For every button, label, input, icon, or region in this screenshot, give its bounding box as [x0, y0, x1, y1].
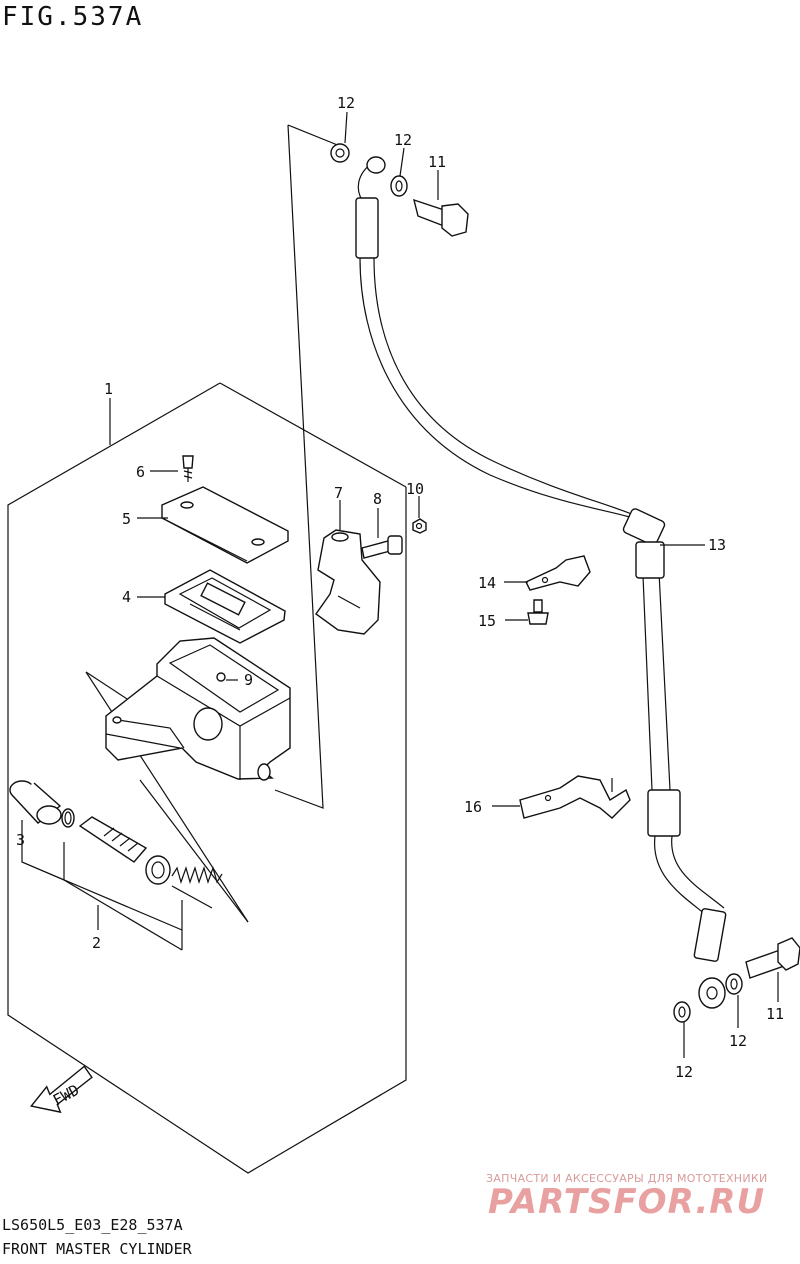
callout-10: 10 [406, 480, 424, 498]
callout-9: 9 [244, 671, 253, 689]
union-bolt-upper [413, 198, 469, 237]
piston [78, 816, 148, 863]
callout-12-c: 12 [729, 1032, 747, 1050]
hose-clamp [525, 555, 591, 591]
pivot-bolt [361, 535, 403, 559]
callout-7: 7 [334, 484, 343, 502]
callout-2: 2 [92, 934, 101, 952]
callout-14: 14 [478, 574, 496, 592]
nut [412, 518, 427, 534]
fwd-arrow-icon [30, 1065, 93, 1114]
watermark-logo: PARTSFOR.RU [488, 1182, 766, 1222]
callout-15: 15 [478, 612, 496, 630]
callout-11-lower: 11 [766, 1005, 784, 1023]
piston-cup [145, 855, 171, 885]
callout-5: 5 [122, 510, 131, 528]
gasket-washers [330, 143, 743, 1023]
dust-boot [9, 780, 62, 825]
diagram-name: FRONT MASTER CYLINDER [2, 1240, 192, 1258]
callout-12-d: 12 [675, 1063, 693, 1081]
cap-screw [182, 455, 194, 482]
clamp-bolt [527, 599, 549, 625]
hose-guide-bracket [519, 775, 631, 819]
lever-holder [315, 529, 381, 635]
callout-4: 4 [122, 588, 131, 606]
callout-11-upper: 11 [428, 153, 446, 171]
callout-3: 3 [16, 831, 25, 849]
callout-1: 1 [104, 380, 113, 398]
callout-16: 16 [464, 798, 482, 816]
callout-labels: 1 2 3 4 5 6 7 8 9 10 11 11 12 12 12 12 1… [16, 94, 784, 1081]
callout-8: 8 [373, 490, 382, 508]
reservoir-cap [161, 486, 289, 564]
callout-12-b: 12 [394, 131, 412, 149]
diagram-code: LS650L5_E03_E28_537A [2, 1216, 183, 1234]
brake-hose [355, 156, 727, 1009]
leader-lines [21, 111, 779, 1058]
callout-6: 6 [136, 463, 145, 481]
master-cylinder-body [105, 637, 291, 781]
watermark-tagline: ЗАПЧАСТИ И АКСЕССУАРЫ ДЛЯ МОТОТЕХНИКИ [486, 1172, 768, 1185]
return-spring [171, 866, 223, 909]
union-bolt-lower [745, 937, 800, 979]
figure-title: FIG.537A [2, 2, 144, 32]
callout-12-a: 12 [337, 94, 355, 112]
callout-13: 13 [708, 536, 726, 554]
diaphragm-plate [164, 569, 286, 644]
assembly-frame [7, 124, 407, 1174]
snap-ring [61, 808, 75, 828]
